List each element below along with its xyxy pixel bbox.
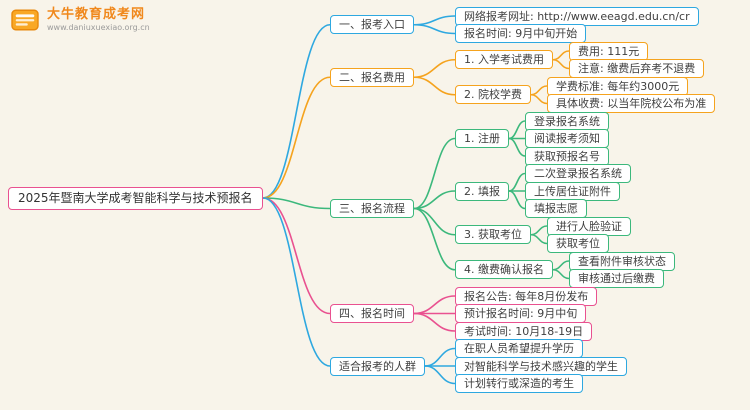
mindmap-leaf-node: 对智能科学与技术感兴趣的学生 xyxy=(455,356,627,376)
connector xyxy=(413,58,456,79)
logo-text-block: 大牛教育成考网 www.daniuxuexiao.org.cn xyxy=(47,6,150,32)
connector xyxy=(413,15,456,26)
connector xyxy=(413,190,456,210)
mindmap-leaf-node: 预计报名时间: 9月中旬 xyxy=(455,304,587,323)
mindmap-leaf-node: 查看附件审核状态 xyxy=(569,251,675,271)
connector xyxy=(413,23,456,35)
mindmap-branch-node: 适合报考的人群 xyxy=(330,356,425,376)
connector xyxy=(508,120,526,140)
mindmap-leaf-node: 登录报名系统 xyxy=(525,111,609,131)
connector xyxy=(424,347,456,367)
mindmap-leaf-node: 报名时间: 9月中旬开始 xyxy=(455,24,587,43)
connector xyxy=(530,93,548,105)
connector xyxy=(552,268,570,280)
mindmap-branch-node: 二、报名费用 xyxy=(330,67,414,87)
mindmap-leaf-node: 填报志愿 xyxy=(525,199,587,218)
connector xyxy=(530,85,548,96)
mindmap-leaf-node: 计划转行或深造的考生 xyxy=(455,374,583,393)
site-logo: 大牛教育成考网 www.daniuxuexiao.org.cn xyxy=(10,7,150,33)
mindmap-leaf-node: 3. 获取考位 xyxy=(455,225,531,245)
mindmap-leaf-node: 2. 院校学费 xyxy=(455,85,531,105)
logo-url: www.daniuxuexiao.org.cn xyxy=(47,22,150,32)
connector xyxy=(552,50,570,61)
mindmap-leaf-node: 2. 填报 xyxy=(455,181,509,201)
connector xyxy=(262,197,331,315)
mindmap-leaf-node: 学费标准: 每年约3000元 xyxy=(547,76,689,96)
connector xyxy=(552,260,570,271)
connector xyxy=(413,76,456,96)
connector xyxy=(508,137,526,157)
connector xyxy=(413,207,456,236)
mindmap-leaf-node: 考试时间: 10月18-19日 xyxy=(455,321,593,341)
logo-title: 大牛教育成考网 xyxy=(47,6,146,22)
connector xyxy=(530,233,548,245)
connector xyxy=(530,225,548,236)
mindmap-leaf-node: 上传居住证附件 xyxy=(525,181,620,201)
mindmap-leaf-node: 二次登录报名系统 xyxy=(525,164,631,183)
mindmap-leaf-node: 费用: 111元 xyxy=(569,41,649,61)
connector xyxy=(508,172,526,192)
connector xyxy=(424,365,456,385)
connector xyxy=(262,76,331,199)
logo-document-icon xyxy=(11,9,39,31)
mindmap-leaf-node: 网络报考网址: http://www.eeagd.edu.cn/cr xyxy=(455,6,699,26)
mindmap-leaf-node: 进行人脸验证 xyxy=(547,216,631,236)
mindmap-leaf-node: 1. 入学考试费用 xyxy=(455,50,553,70)
connector xyxy=(413,207,456,271)
mindmap-leaf-node: 获取预报名号 xyxy=(525,146,609,166)
connector xyxy=(508,190,526,210)
mindmap-leaf-node: 4. 缴费确认报名 xyxy=(455,260,553,280)
mindmap-leaf-node: 报名公告: 每年8月份发布 xyxy=(455,286,598,306)
mindmap-leaf-node: 获取考位 xyxy=(547,234,609,253)
mindmap-branch-node: 四、报名时间 xyxy=(330,304,414,323)
mindmap-leaf-node: 具体收费: 以当年院校公布为准 xyxy=(547,94,716,113)
connector xyxy=(552,58,570,70)
mindmap-root-node: 2025年暨南大学成考智能科学与技术预报名 xyxy=(8,186,263,210)
connector xyxy=(413,137,456,210)
connector xyxy=(262,197,331,210)
mindmap-leaf-node: 1. 注册 xyxy=(455,129,509,148)
mindmap-branch-node: 一、报考入口 xyxy=(330,15,414,35)
connector xyxy=(262,23,331,199)
mindmap-leaf-node: 阅读报考须知 xyxy=(525,129,609,148)
mindmap-branch-node: 三、报名流程 xyxy=(330,199,414,218)
mindmap-leaf-node: 在职人员希望提升学历 xyxy=(455,339,583,358)
connector xyxy=(413,295,456,315)
connector xyxy=(262,197,331,367)
connector xyxy=(413,312,456,332)
mindmap-leaf-node: 审核通过后缴费 xyxy=(569,269,664,288)
mindmap-leaf-node: 注意: 缴费后弃考不退费 xyxy=(569,59,705,78)
